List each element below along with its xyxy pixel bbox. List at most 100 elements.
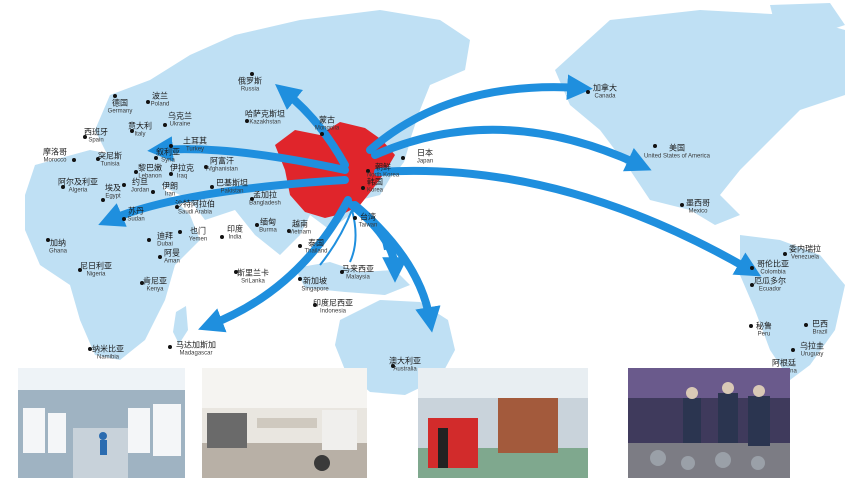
country-name-cn: 厄瓜多尔	[754, 276, 786, 286]
country-name-cn: 印度尼西亚	[313, 298, 353, 308]
country-name-cn: 也门	[190, 226, 206, 236]
country-name-en: Malaysia	[346, 274, 370, 281]
country-name-cn: 韩国	[366, 177, 383, 187]
arrow-to-south-america	[374, 166, 762, 277]
country-name-en: Canada	[594, 93, 616, 100]
country-name-cn: 泰国	[307, 238, 324, 248]
location-dot-jordan	[122, 183, 126, 187]
location-dot-srilanka	[234, 270, 238, 274]
location-dot-yemen	[178, 230, 182, 234]
location-dot-spain	[83, 135, 87, 139]
location-dot-iraq	[169, 172, 173, 176]
country-name-cn: 叙利亚	[156, 147, 180, 157]
location-dot-nigeria	[78, 268, 82, 272]
location-dot-sudan	[122, 217, 126, 221]
north-america-landmass	[555, 10, 845, 225]
country-name-en: Turkey	[185, 146, 205, 153]
photo-factory-floor	[18, 368, 185, 478]
country-name-cn: 意大利	[128, 121, 152, 131]
arrow-to-indonesia	[348, 201, 408, 283]
country-name-en: Singapore	[301, 286, 329, 293]
location-dot-italy	[130, 129, 134, 133]
country-name-en: Mexico	[688, 208, 708, 215]
country-name-cn: 日本	[416, 148, 433, 158]
country-name-cn: 台湾	[360, 212, 376, 222]
country-name-en: Mongolia	[314, 125, 340, 132]
location-dot-ukraine	[163, 123, 167, 127]
country-name-cn: 纳米比亚	[92, 344, 124, 354]
country-name-en: Uruguay	[800, 351, 824, 358]
country-name-cn: 秘鲁	[756, 321, 772, 331]
location-dot-colombia	[750, 266, 754, 270]
location-dot-brazil	[804, 323, 808, 327]
location-dot-ghana	[46, 238, 50, 242]
location-dot-burma	[255, 223, 259, 227]
country-name-cn: 美国	[668, 143, 685, 153]
arrow-to-canada	[366, 74, 593, 154]
madagascar-landmass	[173, 306, 188, 344]
location-dot-pakistan	[210, 185, 214, 189]
country-name-en: India	[228, 234, 242, 241]
country-name-cn: 阿根廷	[772, 358, 796, 368]
location-dot-dubai	[147, 238, 151, 242]
location-dot-northkorea	[366, 169, 370, 173]
country-name-en: Brazil	[812, 329, 828, 336]
arrow-to-europe	[147, 136, 349, 174]
location-dot-russia	[250, 72, 254, 76]
country-name-en: Aman	[164, 258, 180, 265]
country-name-cn: 沙特阿拉伯	[175, 199, 215, 209]
country-name-en: Peru	[757, 331, 771, 338]
country-name-en: Kenya	[146, 286, 164, 293]
country-name-en: Ecuador	[758, 286, 782, 293]
location-dot-egypt	[101, 198, 105, 202]
country-name-en: Namibia	[96, 354, 119, 361]
country-name-en: Madagascar	[179, 350, 213, 357]
country-name-cn: 朝鲜	[374, 162, 391, 172]
location-dot-saudi	[175, 205, 179, 209]
country-name-en: United States of America	[643, 153, 711, 160]
location-dot-malaysia	[340, 270, 344, 274]
location-dot-singapore	[298, 277, 302, 281]
country-name-cn: 哥伦比亚	[757, 259, 789, 269]
location-dot-usa	[653, 144, 657, 148]
country-name-cn: 波兰	[152, 91, 168, 101]
country-name-cn: 缅甸	[259, 217, 276, 227]
country-name-en: Taiwan	[358, 222, 378, 229]
location-dot-turkey	[169, 144, 173, 148]
country-name-cn: 德国	[112, 98, 128, 108]
country-name-en: Korea	[366, 187, 384, 194]
location-dot-indonesia	[313, 303, 317, 307]
country-name-en: Vietnam	[289, 229, 311, 236]
location-dot-japan	[401, 156, 405, 160]
location-dot-oman	[158, 255, 162, 259]
country-name-en: Afghanistan	[206, 166, 238, 173]
location-dot-canada	[586, 90, 590, 94]
country-name-en: Yemen	[188, 236, 208, 243]
country-name-en: Poland	[150, 101, 170, 108]
location-dot-bangladesh	[250, 197, 254, 201]
photo-lab	[202, 368, 367, 478]
